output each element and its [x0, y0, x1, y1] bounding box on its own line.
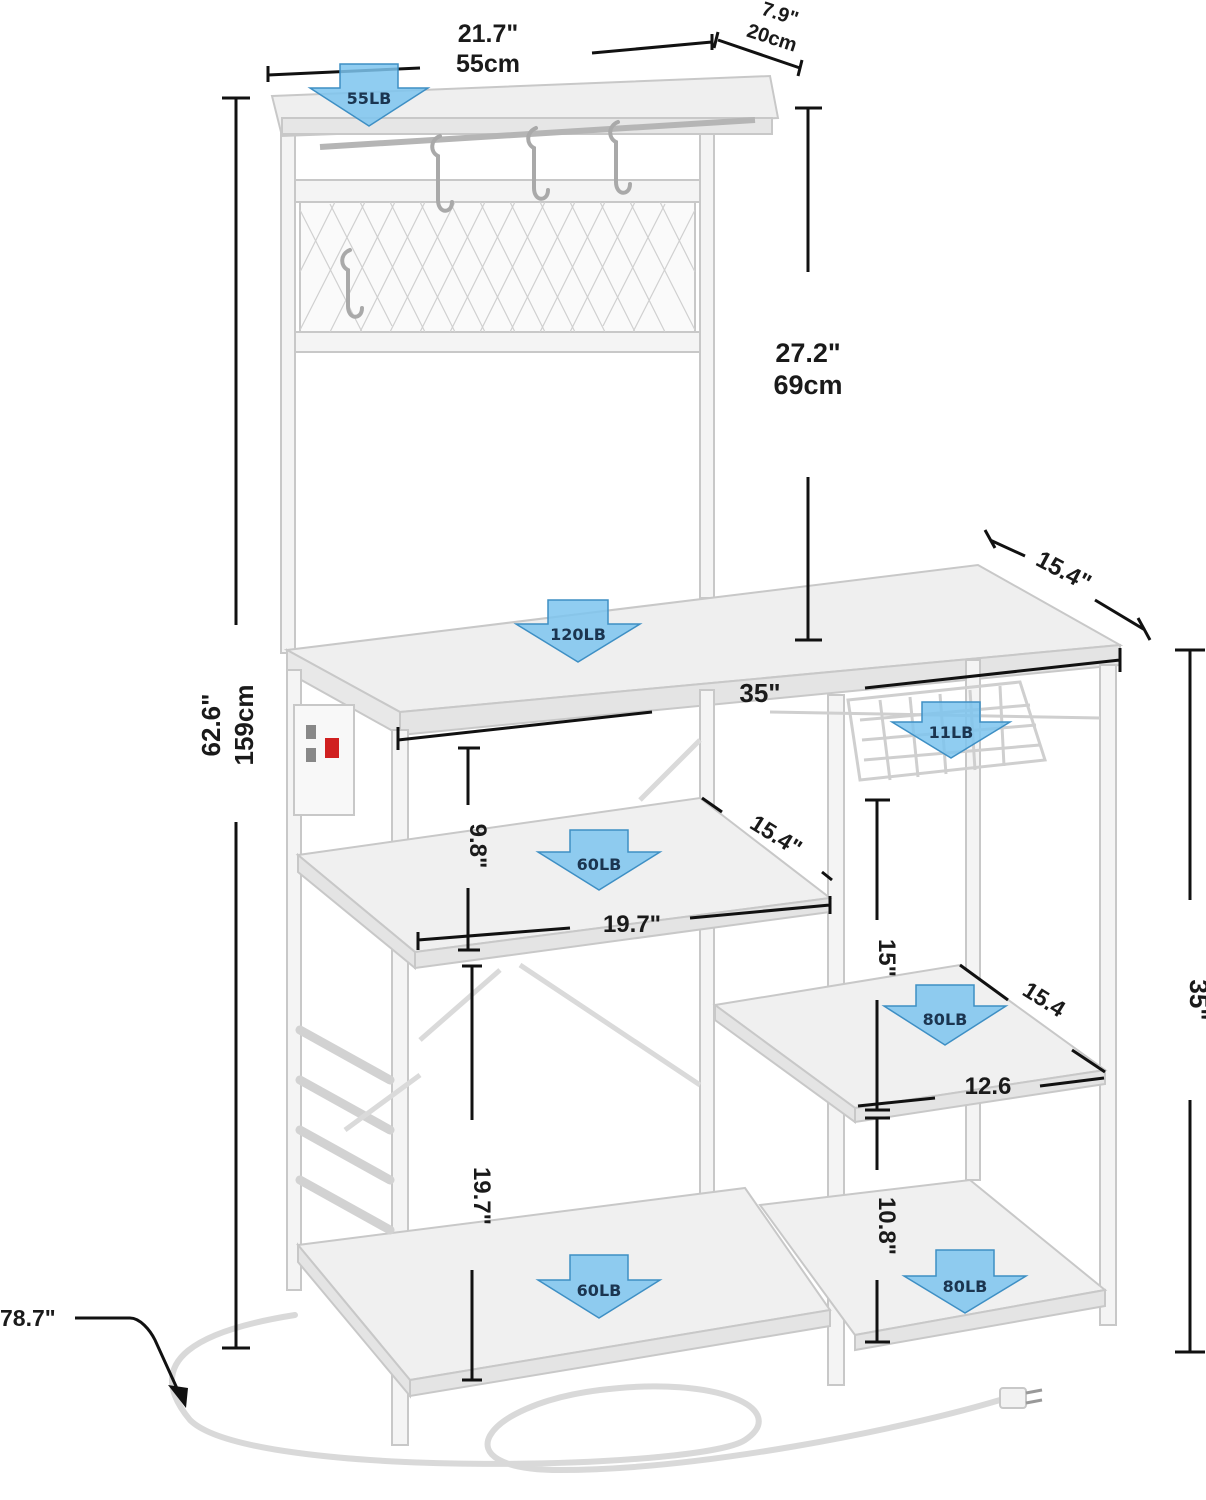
- load-counter: 120LB: [550, 625, 606, 644]
- dimension-lines: [75, 31, 1205, 1396]
- total-height-in: 62.6": [196, 694, 226, 757]
- counter-width: 35": [739, 678, 780, 708]
- mesh-panel: [299, 201, 696, 333]
- counter-height: 35": [1184, 979, 1206, 1020]
- down-arrow-icon: [881, 984, 1009, 1046]
- hutch-crossbar: [294, 179, 701, 203]
- load-badge-labels: 55LB 120LB 11LB 60LB 80LB 60LB 80LB: [347, 89, 988, 1300]
- bottom-right-gap: 10.8": [873, 1197, 900, 1255]
- mesh-pattern: [299, 201, 696, 333]
- hutch-post-left: [280, 117, 296, 654]
- load-bottom-right-shelf: 80LB: [943, 1277, 988, 1296]
- load-badges: [307, 63, 1029, 1319]
- load-bottom-left-shelf: 60LB: [577, 1281, 622, 1300]
- counter-depth: 15.4": [1032, 546, 1096, 597]
- upper-shelf-width: 19.7": [603, 911, 661, 938]
- side-rails: [295, 1025, 395, 1235]
- outlet-details: [306, 725, 339, 762]
- s-hook-icon: [340, 120, 632, 319]
- cord-arrow-head: [168, 1385, 188, 1408]
- down-arrow-icon: [901, 1249, 1029, 1314]
- power-strip-icon: [293, 704, 355, 816]
- top-width-in: 21.7": [458, 20, 519, 48]
- lower-gap: 19.7": [468, 1167, 495, 1225]
- shelves: [295, 796, 1108, 1399]
- upper-shelf-gap: 9.8": [464, 824, 491, 869]
- load-top-shelf: 55LB: [347, 89, 392, 108]
- hutch-post-right: [699, 117, 715, 599]
- hanging-rod: [319, 117, 756, 150]
- plug-icon: [999, 1387, 1043, 1409]
- down-arrow-icon: [535, 829, 663, 891]
- right-gap: 15": [873, 939, 900, 977]
- top-width-cm: 55cm: [456, 50, 520, 78]
- total-height-cm: 159cm: [229, 685, 259, 766]
- cross-braces: [343, 738, 702, 1133]
- hutch-lower-bar: [294, 331, 701, 353]
- cord-length: 78.7": [0, 1305, 56, 1331]
- down-arrow-icon: [535, 1254, 663, 1319]
- down-arrow-icon: [889, 701, 1013, 759]
- hutch-height-cm: 69cm: [773, 370, 842, 400]
- right-shelf-width: 12.6: [965, 1073, 1012, 1100]
- load-basket: 11LB: [929, 723, 974, 742]
- load-right-middle-shelf: 80LB: [923, 1010, 968, 1029]
- hutch-height-in: 27.2": [775, 338, 840, 368]
- load-upper-left-shelf: 60LB: [577, 855, 622, 874]
- down-arrow-icon: [307, 63, 431, 127]
- leg-middle-back: [699, 689, 715, 1211]
- leg-back-left: [286, 669, 302, 1291]
- down-arrow-icon: [513, 599, 643, 663]
- power-cord: [168, 1312, 1003, 1474]
- leg-right-front: [1099, 664, 1117, 1326]
- rack-illustration: [270, 74, 780, 654]
